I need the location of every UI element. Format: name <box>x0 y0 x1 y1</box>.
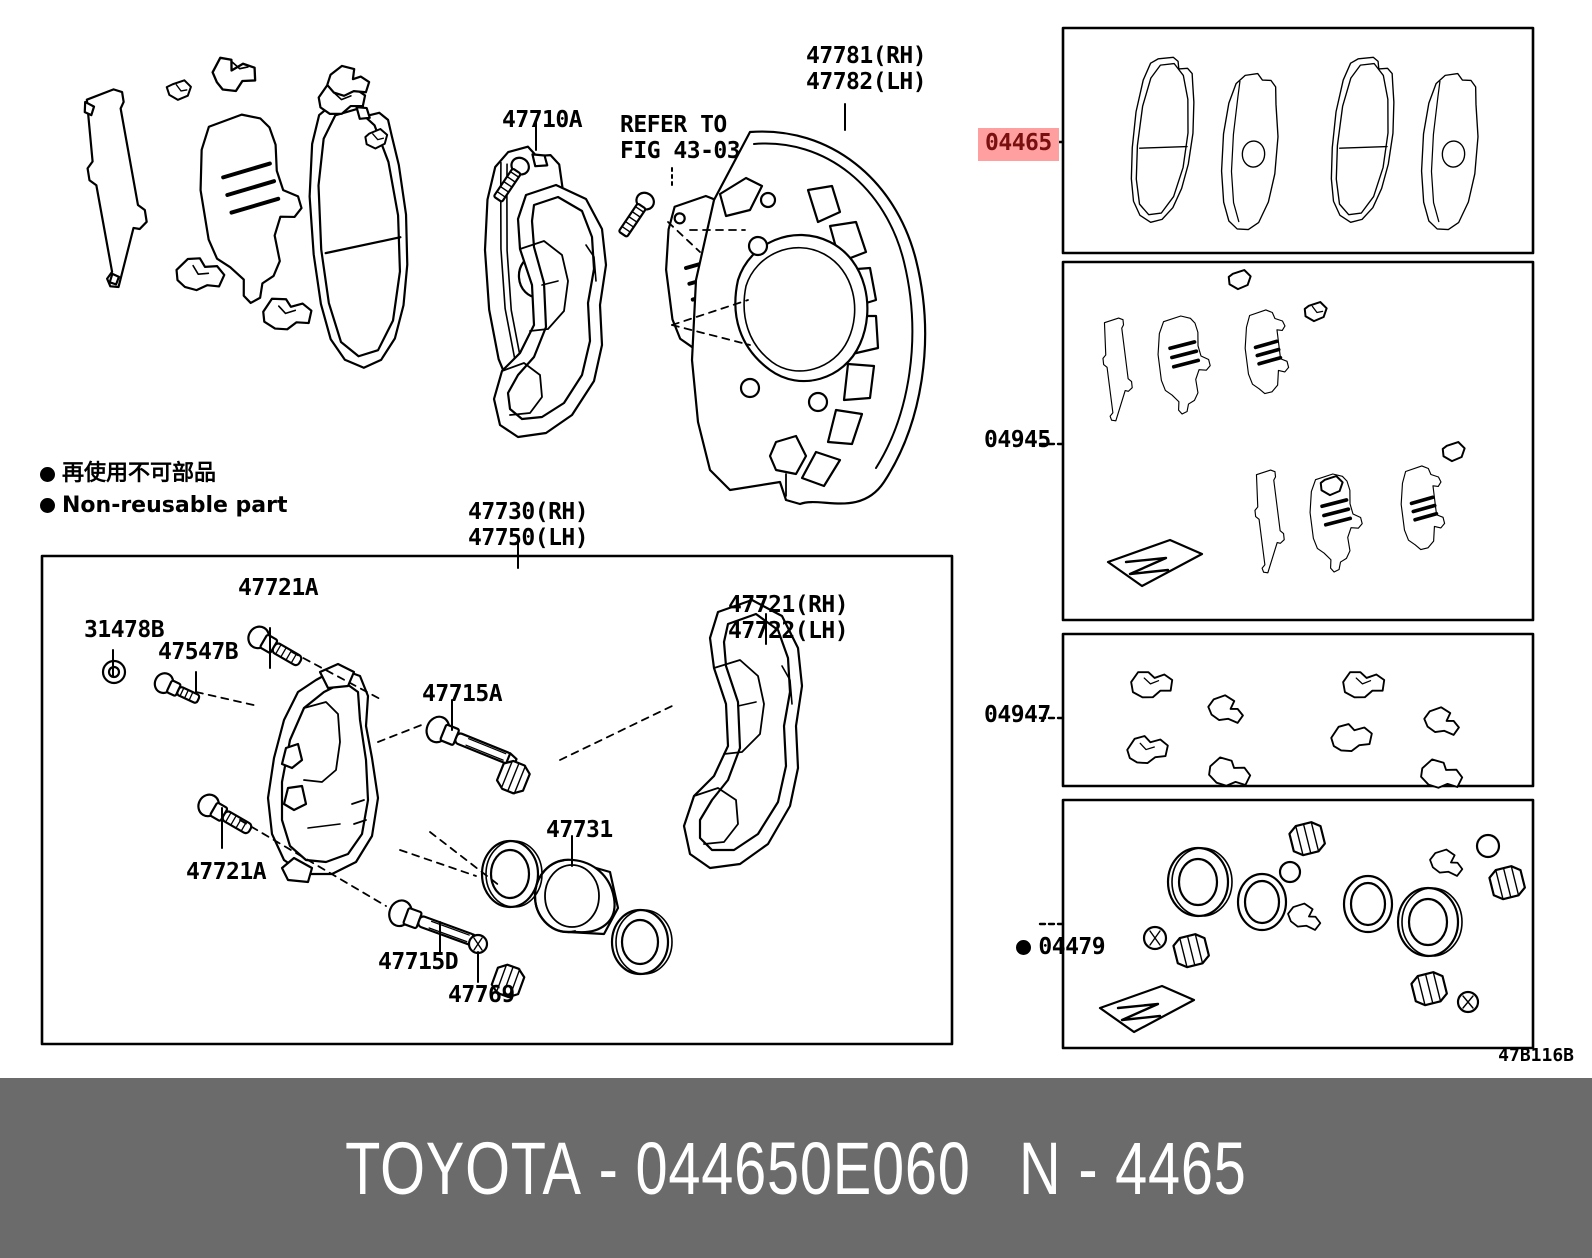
kit-number-04479: 04479 <box>1038 933 1106 960</box>
banner-group-number: 4465 <box>1115 1126 1247 1210</box>
legend-label-japanese: 再使用不可部品 <box>62 461 217 486</box>
label-dust-cover: 47781(RH) 47782(LH) <box>806 43 927 95</box>
non-reusable-bullet-icon <box>1016 939 1032 955</box>
legend-row-japanese: 再使用不可部品 <box>40 461 288 487</box>
label-pin-boot-a: 47715A <box>422 681 503 707</box>
banner-separator-1: - <box>598 1126 619 1210</box>
kit-number-04479-wrap[interactable]: 04479 <box>963 909 1106 986</box>
non-reusable-bullet-icon <box>40 498 55 514</box>
bottom-banner: TOYOTA - 044650E060 N - 4465 <box>0 1078 1592 1258</box>
label-mounting-bracket: 47721(RH) 47722(LH) <box>728 592 849 644</box>
legend-row-english: Non-reusable part <box>40 492 288 519</box>
banner-part-number: 044650E060 <box>635 1126 971 1210</box>
kit-number-04465[interactable]: 04465 <box>978 128 1059 161</box>
label-caliper-assembly: 47730(RH) 47750(LH) <box>468 499 589 551</box>
banner-brand: TOYOTA <box>345 1126 582 1210</box>
label-bleeder-cap: 47547B <box>158 639 239 665</box>
label-bleeder-plug: 31478B <box>84 617 165 643</box>
label-slide-pin-bolt-upper: 47721A <box>238 575 319 601</box>
legend: 再使用不可部品 Non-reusable part <box>40 461 288 519</box>
label-refer-to-fig: REFER TO FIG 43-03 <box>620 112 741 164</box>
kit-number-04945[interactable]: 04945 <box>984 427 1051 453</box>
banner-content: TOYOTA - 044650E060 N - 4465 <box>345 1126 1247 1211</box>
label-bushing: 47769 <box>448 982 515 1008</box>
label-pin-boot-d: 47715D <box>378 949 459 975</box>
kit-number-04947[interactable]: 04947 <box>984 702 1051 728</box>
legend-label-english: Non-reusable part <box>62 492 288 518</box>
banner-separator-2: - <box>1078 1126 1099 1210</box>
parts-diagram-illustration <box>40 26 1535 1050</box>
label-bolt-47710a: 47710A <box>502 107 583 133</box>
label-slide-pin-bolt-lower: 47721A <box>186 859 267 885</box>
label-piston: 47731 <box>546 817 613 843</box>
banner-group-letter: N <box>1019 1126 1062 1210</box>
non-reusable-bullet-icon <box>40 466 55 482</box>
diagram-code: 47B116B <box>1498 1045 1574 1066</box>
